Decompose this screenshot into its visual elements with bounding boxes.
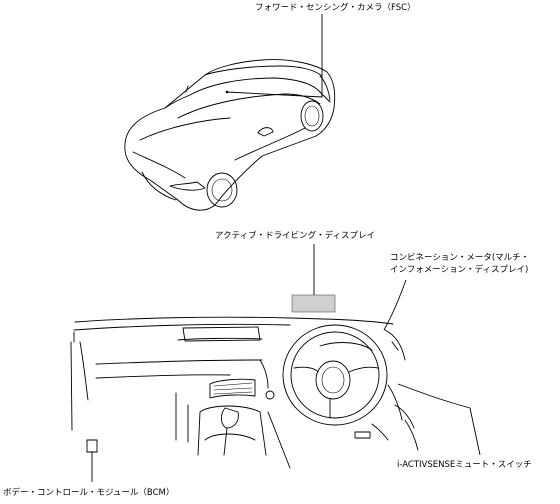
meter-label-line1: コンビネーション・メータ(マルチ・ <box>390 253 530 263</box>
car-illustration <box>124 14 336 211</box>
bcm-label: ボデー・コントロール・モジュール（BCM） <box>3 488 175 498</box>
ads-label: アクティブ・ドライビング・ディスプレイ <box>215 231 375 241</box>
fsc-label: フォワード・センシング・カメラ（FSC） <box>255 3 416 13</box>
switch-label: i-ACTIVSENSEミュート・スイッチ <box>397 460 532 470</box>
dashboard-illustration <box>70 244 481 482</box>
meter-label-line2: インフォメーション・ディスプレイ) <box>390 265 529 275</box>
